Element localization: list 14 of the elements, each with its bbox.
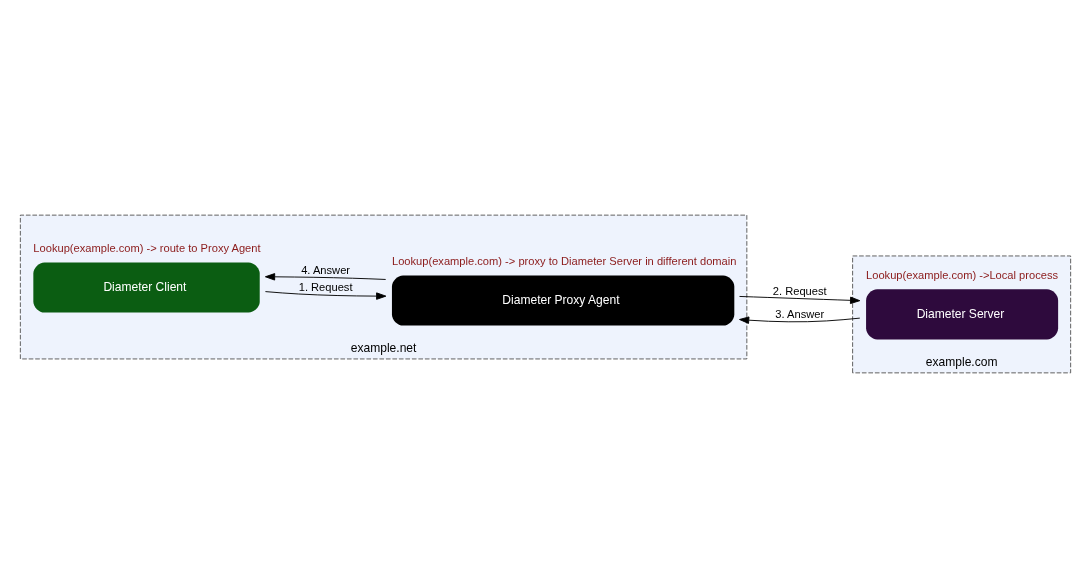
edge-label: 1. Request — [298, 280, 353, 293]
edge-label: 3. Answer — [775, 307, 825, 320]
arrow — [739, 315, 861, 324]
node-label: Lookup(example.com) -> proxy to Diameter Server in different domain — [391, 254, 737, 267]
arrow — [739, 295, 861, 304]
edge-label: 2. Request — [772, 284, 827, 297]
node-box: Diameter Proxy Agent — [391, 274, 735, 326]
arrow — [264, 272, 387, 281]
node-label: Lookup(example.com) ->Local process — [866, 268, 1059, 281]
node-box: Diameter Client — [33, 261, 260, 313]
node-box: Diameter Server — [866, 288, 1059, 339]
node-label: Lookup(example.com) -> route to Proxy Agent — [33, 241, 261, 254]
edge-label: 4. Answer — [301, 263, 351, 276]
arrow — [264, 290, 387, 300]
